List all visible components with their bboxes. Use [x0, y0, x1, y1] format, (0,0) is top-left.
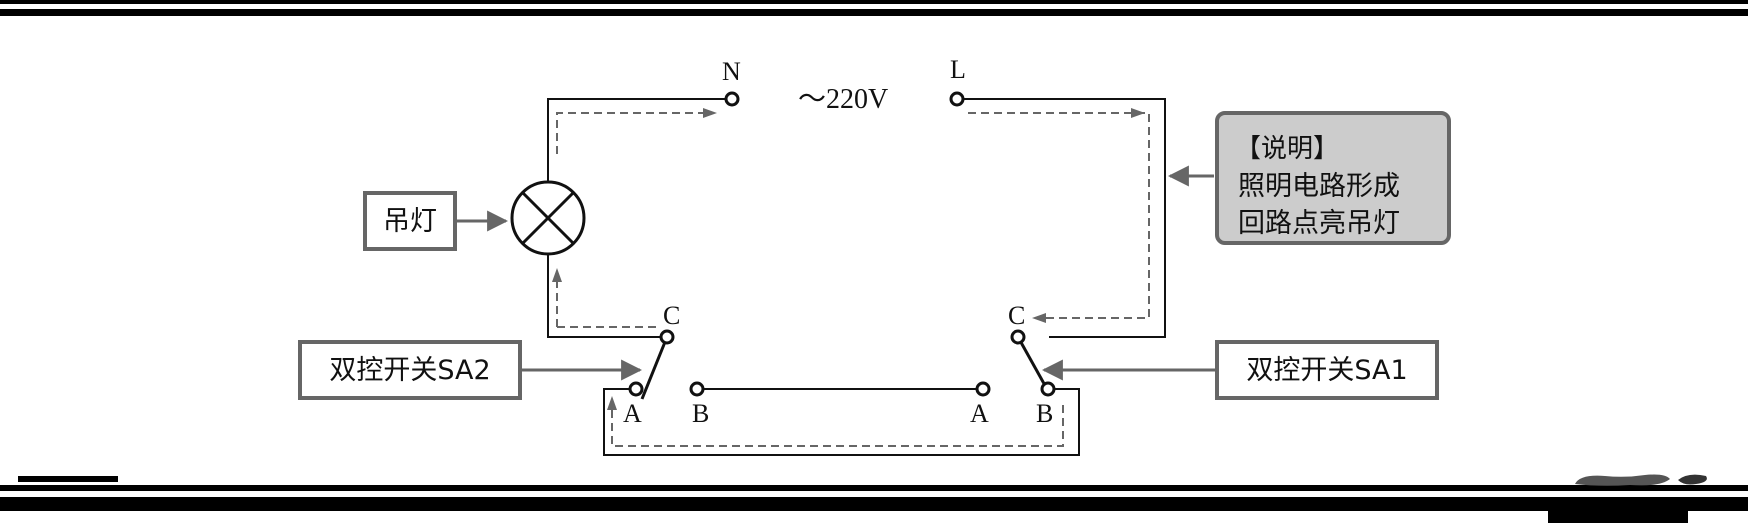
label-sa2-a: A [623, 399, 642, 428]
wire-l-sa1c [963, 98, 1166, 338]
flow-arrow-right-icon [1131, 108, 1145, 118]
label-sa1-c: C [1008, 301, 1025, 330]
note-box: 【说明】 照明电路形成 回路点亮吊灯 [1215, 111, 1451, 245]
label-sa1-b: B [1036, 399, 1053, 428]
current-flow-path [556, 112, 1150, 447]
flow-arrow-left-icon [1032, 313, 1046, 323]
page-border-bottom [0, 474, 1748, 523]
terminal-sa1-a [975, 381, 991, 397]
page-border-top [0, 0, 1748, 16]
terminal-n [724, 91, 740, 107]
flow-arrow-up-icon [552, 268, 562, 282]
wire-traveller-a-b [603, 388, 1080, 456]
flow-arrowheads [552, 108, 1145, 410]
terminal-sa2-a [628, 381, 644, 397]
flow-arrow-up-icon [607, 396, 617, 410]
note-title: 【说明】 [1235, 134, 1339, 164]
terminal-sa1-b [1040, 381, 1056, 397]
label-voltage: ～220V [798, 84, 888, 115]
terminals [628, 91, 1056, 397]
label-n: N [722, 57, 741, 86]
sa2-lever [640, 336, 669, 400]
sa1-lever [1016, 336, 1049, 390]
lamp-label: 吊灯 [383, 206, 437, 237]
wire-lamp-sa2c [547, 254, 667, 338]
terminal-l [949, 91, 965, 107]
label-sa2-b: B [692, 399, 709, 428]
lamp-symbol-icon [510, 180, 586, 256]
flow-arrow-right-icon [703, 108, 717, 118]
label-l: L [950, 55, 966, 84]
lamp-label-box: 吊灯 [363, 191, 457, 251]
terminal-sa2-b [689, 381, 705, 397]
wire-n-lamp [547, 98, 732, 182]
wires [547, 98, 1166, 456]
note-line-2: 回路点亮吊灯 [1238, 208, 1400, 239]
sa2-label: 双控开关SA2 [329, 355, 490, 386]
label-sa2-c: C [663, 301, 680, 330]
note-line-1: 照明电路形成 [1238, 171, 1400, 202]
terminal-sa1-c [1010, 329, 1026, 345]
sa2-label-box: 双控开关SA2 [298, 340, 522, 400]
label-sa1-a: A [970, 399, 989, 428]
sa1-label-box: 双控开关SA1 [1215, 340, 1439, 400]
sa1-label: 双控开关SA1 [1246, 355, 1407, 386]
terminal-sa2-c [659, 329, 675, 345]
